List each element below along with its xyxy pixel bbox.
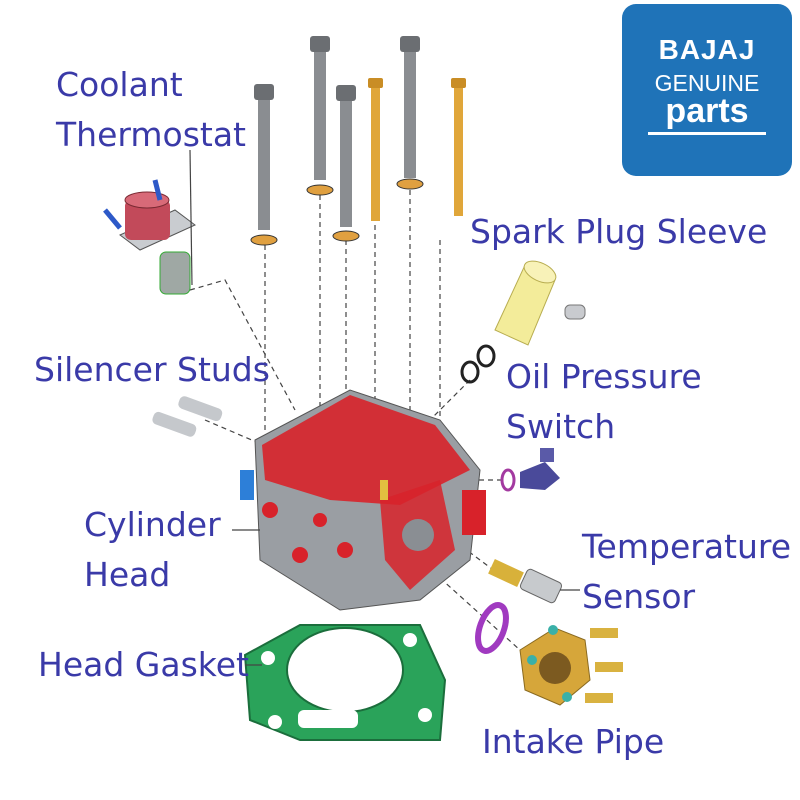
o-rings — [460, 344, 496, 384]
oil-pressure-switch-part — [500, 448, 560, 492]
label-temperature-sensor: Temperature Sensor — [582, 527, 792, 616]
thermostat-spring — [159, 251, 191, 295]
coolant-thermostat-assembly — [103, 179, 196, 295]
washer-1 — [250, 234, 278, 246]
bolt-2 — [314, 48, 326, 180]
label-silencer-studs: Silencer Studs — [34, 350, 270, 389]
gold-bolt-2-head — [451, 78, 466, 88]
washer-4 — [396, 178, 424, 190]
logo-brand: BAJAJ — [658, 34, 756, 65]
head-bolts-gray — [250, 36, 424, 246]
label-oil-pressure-switch: Oil Pressure Switch — [506, 357, 702, 446]
temperature-sensor-part — [488, 558, 563, 604]
bolt-3 — [340, 97, 352, 227]
gold-bolt-1 — [371, 86, 380, 221]
bolt-3-head — [336, 85, 356, 101]
gold-bolt-1-head — [368, 78, 383, 88]
washer-2 — [306, 184, 334, 196]
label-intake-pipe: Intake Pipe — [482, 722, 665, 761]
thermostat-housing — [125, 200, 170, 240]
logo-underline — [648, 132, 766, 135]
label-cylinder-head: Cylinder Head — [84, 505, 221, 594]
head-bolts-gold — [368, 78, 466, 221]
bolt-1 — [258, 95, 270, 230]
label-spark-plug-sleeve: Spark Plug Sleeve — [470, 212, 768, 251]
label-leader-lines — [189, 149, 580, 666]
cylinder-head-part — [240, 389, 486, 611]
spark-plug-sleeve-part — [494, 260, 586, 346]
bolt-4-head — [400, 36, 420, 52]
logo-parts: parts — [665, 92, 749, 130]
logo-genuine: GENUINE — [654, 70, 760, 96]
head-gasket-part — [243, 624, 447, 741]
intake-pipe-part — [475, 602, 623, 706]
label-head-gasket: Head Gasket — [38, 645, 249, 684]
bolt-2-head — [310, 36, 330, 52]
gold-bolt-2 — [454, 86, 463, 216]
bolt-4 — [404, 48, 416, 178]
bolt-1-head — [254, 84, 274, 100]
silencer-studs-part — [152, 396, 223, 437]
washer-3 — [332, 230, 360, 242]
bajaj-logo: BAJAJ GENUINE parts — [622, 4, 792, 176]
label-coolant-thermostat: Coolant Thermostat — [56, 65, 246, 154]
